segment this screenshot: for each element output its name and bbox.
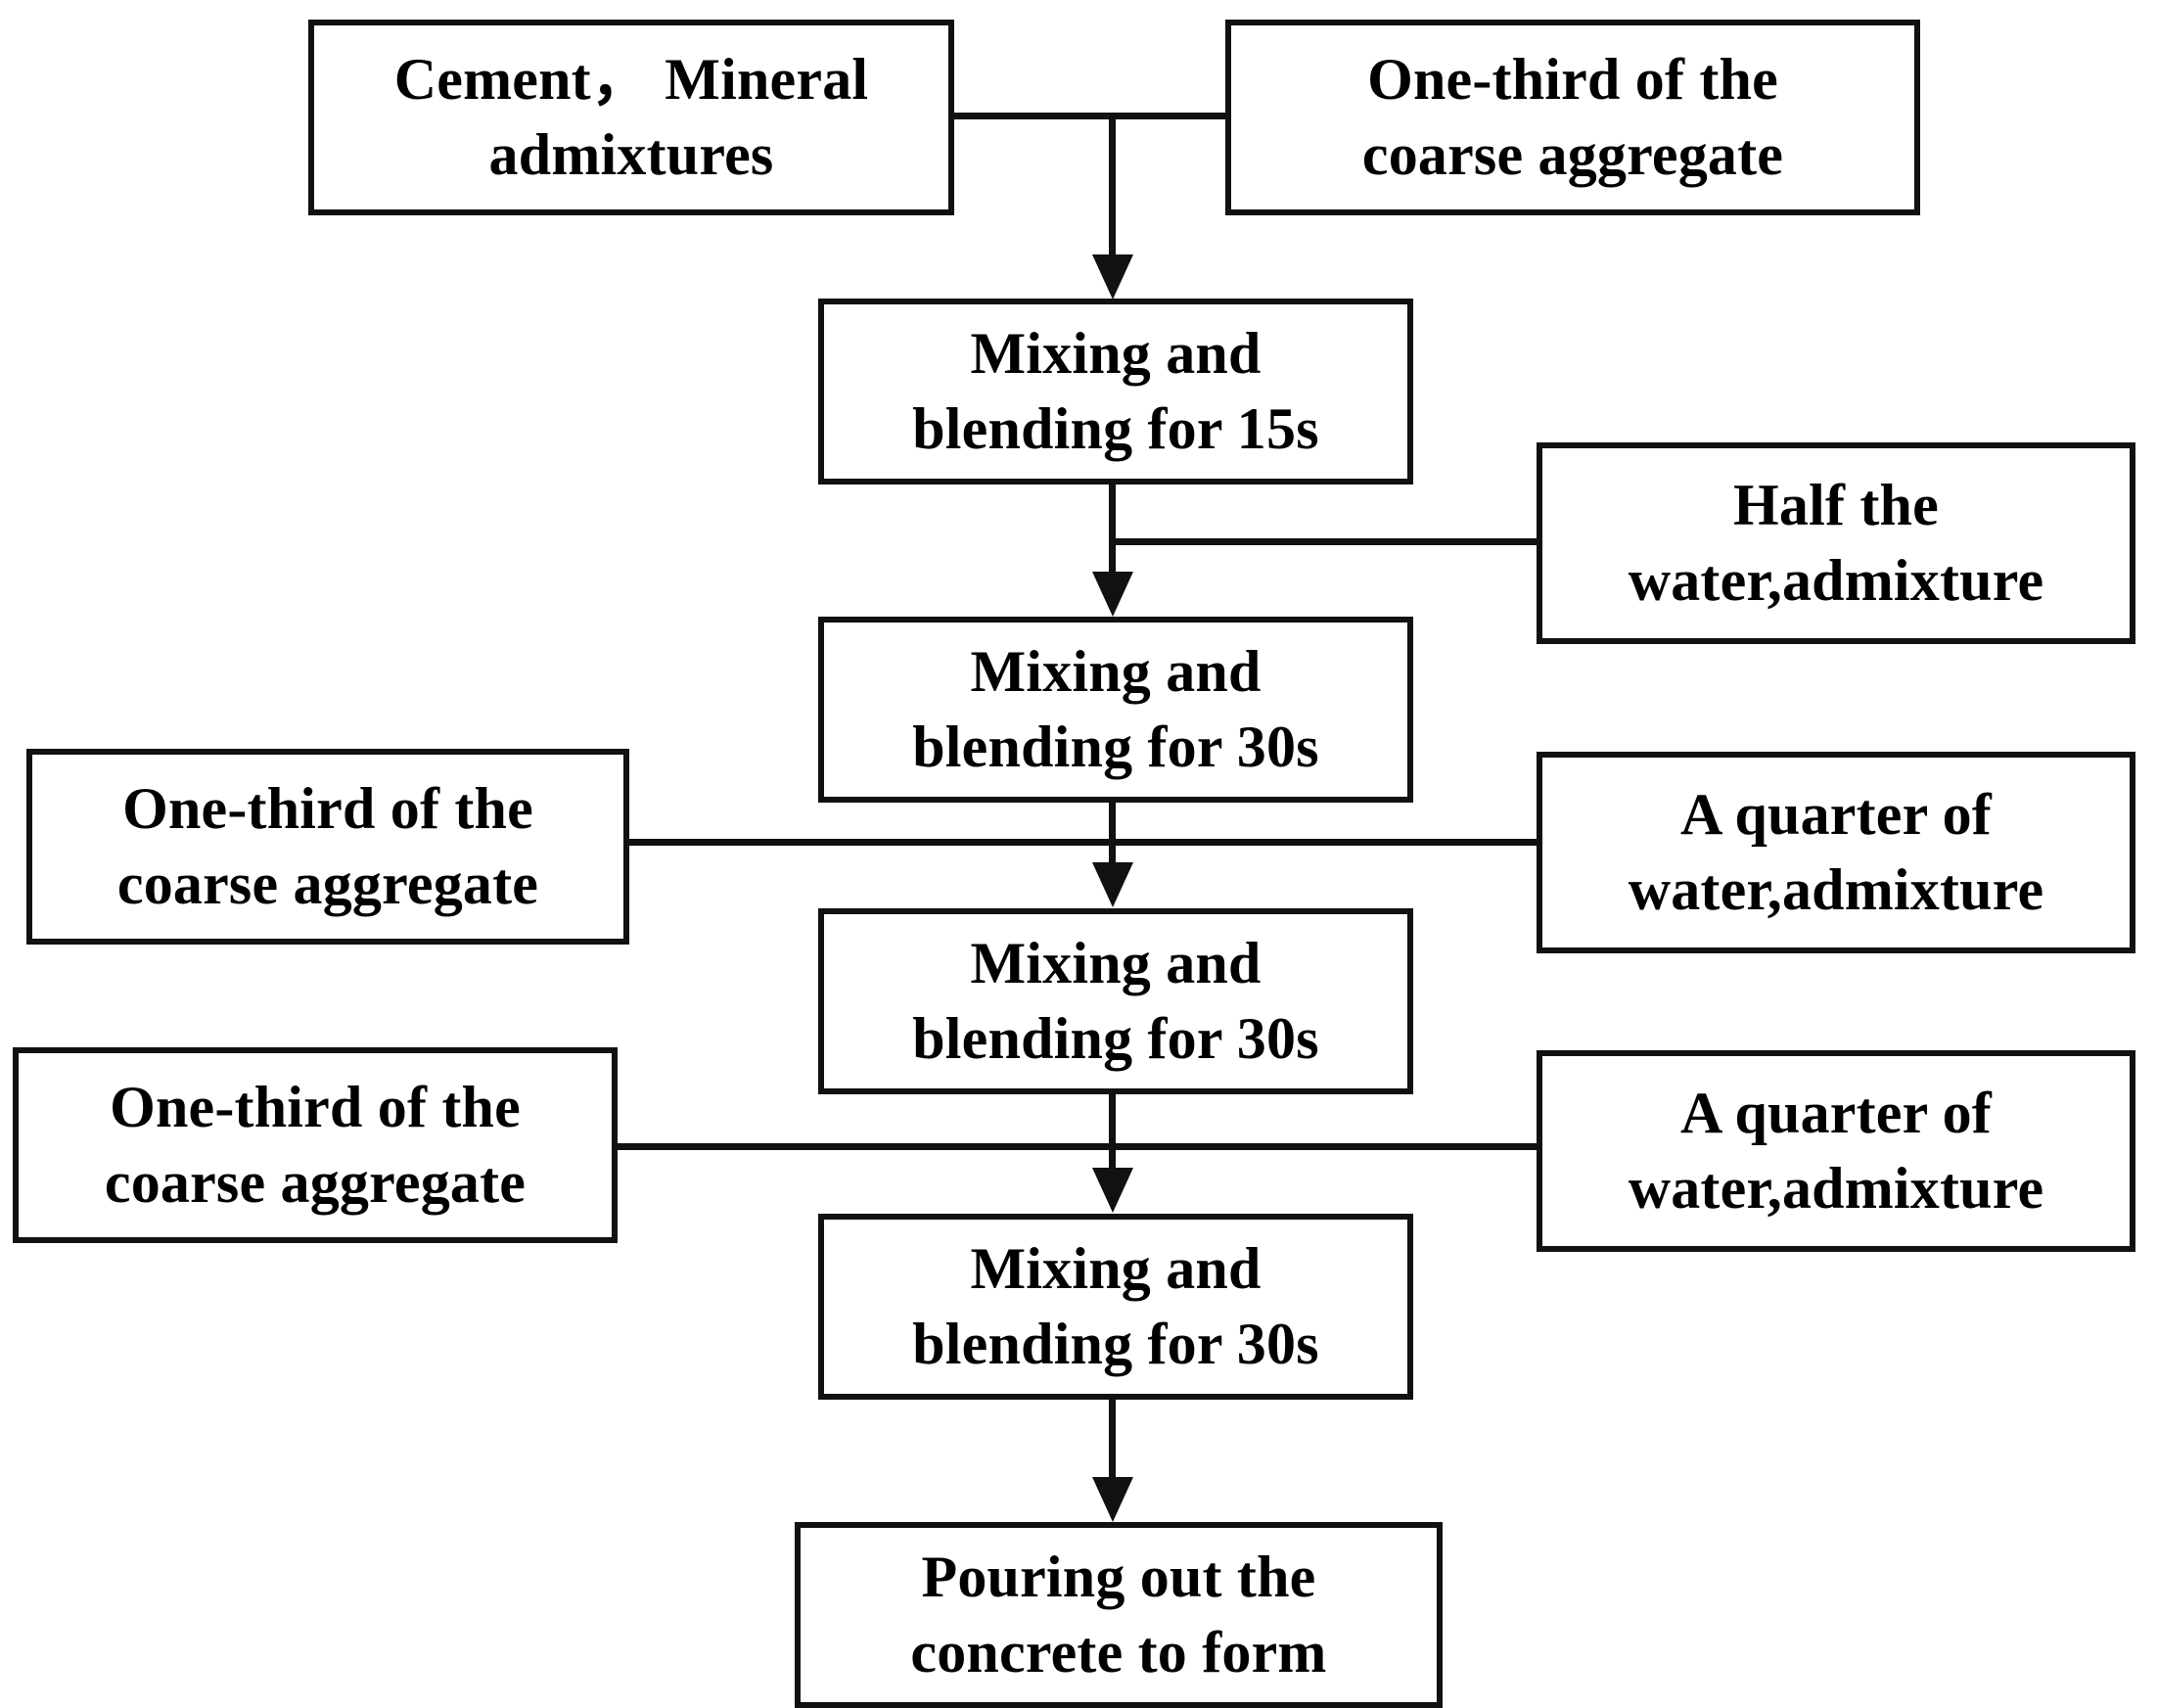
a-quarter-water-admixture-second-box-line-1: A quarter of — [1680, 1081, 1992, 1146]
pouring-out-concrete-box-line-2: concrete to form — [910, 1620, 1327, 1685]
one-third-coarse-aggregate-lower-box-line-2: coarse aggregate — [104, 1150, 527, 1215]
a-quarter-water-admixture-first-box-line-2: water,admixture — [1628, 857, 2044, 922]
one-third-coarse-aggregate-top-box: One-third of the coarse aggregate — [1225, 20, 1920, 215]
mixing-blending-30s-first-box: Mixing and blending for 30s — [818, 617, 1413, 803]
edge-cement-to-junction — [949, 113, 1231, 119]
edge-half-water-to-stream — [1109, 538, 1539, 545]
mixing-blending-30s-second-box-line-1: Mixing and — [970, 931, 1262, 996]
half-water-admixture-box-line-2: water,admixture — [1628, 548, 2044, 613]
edge-coarse-mid-to-stream — [629, 839, 1111, 846]
one-third-coarse-aggregate-lower-box-line-1: One-third of the — [110, 1075, 521, 1140]
edge-quarter-b-to-stream — [1109, 1143, 1539, 1150]
a-quarter-water-admixture-second-box-line-2: water,admixture — [1628, 1156, 2044, 1221]
edge-mix15-to-mix30a-arrowhead-icon — [1091, 572, 1133, 617]
half-water-admixture-box-line-1: Half the — [1733, 473, 1939, 538]
mixing-blending-30s-first-box-line-2: blending for 30s — [912, 715, 1319, 779]
edge-quarter-a-to-stream — [1109, 839, 1539, 846]
edge-mix30b-to-mix30c-arrowhead-icon — [1091, 1168, 1133, 1213]
cement-mineral-admixtures-box-line-1: Cement， Mineral — [393, 47, 869, 113]
one-third-coarse-aggregate-lower-box: One-third of the coarse aggregate — [13, 1047, 618, 1243]
edge-junction-to-mix15-arrowhead-icon — [1091, 254, 1133, 300]
mixing-blending-15s-box-line-2: blending for 15s — [912, 396, 1319, 461]
one-third-coarse-aggregate-middle-box-line-1: One-third of the — [122, 776, 533, 842]
pouring-out-concrete-box: Pouring out the concrete to form — [795, 1522, 1443, 1708]
edge-mix30a-to-mix30b — [1109, 800, 1116, 862]
a-quarter-water-admixture-first-box: A quarter of water,admixture — [1537, 752, 2135, 953]
mixing-blending-30s-third-box: Mixing and blending for 30s — [818, 1214, 1413, 1400]
cement-mineral-admixtures-box: Cement， Mineral admixtures — [308, 20, 954, 215]
a-quarter-water-admixture-first-box-line-1: A quarter of — [1680, 782, 1992, 848]
edge-mix30a-to-mix30b-arrowhead-icon — [1091, 862, 1133, 907]
mixing-blending-30s-third-box-line-1: Mixing and — [970, 1236, 1262, 1302]
mixing-blending-30s-third-box-line-2: blending for 30s — [912, 1312, 1319, 1376]
mixing-blending-30s-second-box-line-2: blending for 30s — [912, 1006, 1319, 1071]
mixing-blending-15s-box: Mixing and blending for 15s — [818, 299, 1413, 485]
one-third-coarse-aggregate-top-box-line-2: coarse aggregate — [1361, 122, 1784, 187]
one-third-coarse-aggregate-middle-box: One-third of the coarse aggregate — [26, 749, 629, 945]
edge-mix30c-to-pour-arrowhead-icon — [1091, 1477, 1133, 1522]
edge-coarse-low-to-stream — [618, 1143, 1111, 1150]
one-third-coarse-aggregate-top-box-line-1: One-third of the — [1367, 47, 1778, 113]
pouring-out-concrete-box-line-1: Pouring out the — [921, 1545, 1316, 1610]
edge-junction-to-mix15 — [1109, 113, 1116, 254]
edge-mix30c-to-pour — [1109, 1398, 1116, 1477]
edge-mix30b-to-mix30c — [1109, 1091, 1116, 1168]
edge-mix15-to-mix30a — [1109, 482, 1116, 572]
a-quarter-water-admixture-second-box: A quarter of water,admixture — [1537, 1050, 2135, 1252]
half-water-admixture-box: Half the water,admixture — [1537, 442, 2135, 644]
mixing-blending-15s-box-line-1: Mixing and — [970, 321, 1262, 387]
one-third-coarse-aggregate-middle-box-line-2: coarse aggregate — [116, 852, 539, 916]
mixing-blending-30s-first-box-line-1: Mixing and — [970, 639, 1262, 705]
mixing-blending-30s-second-box: Mixing and blending for 30s — [818, 908, 1413, 1094]
cement-mineral-admixtures-box-line-2: admixtures — [488, 122, 774, 187]
